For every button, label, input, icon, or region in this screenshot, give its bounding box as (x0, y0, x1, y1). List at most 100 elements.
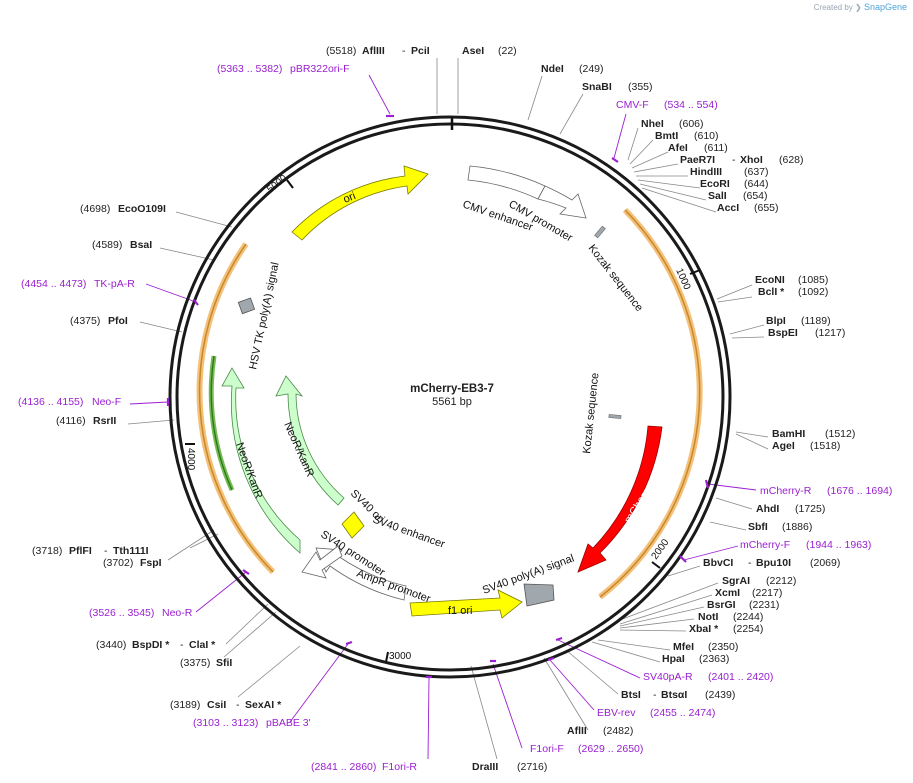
label-ecoNI: EcoNI (1085) (755, 274, 828, 286)
salI-pos: (654) (743, 190, 768, 202)
hsv-tk-polya-label: HSV TK poly(A) signal (247, 261, 281, 370)
snaBI-name: SnaBI (582, 81, 612, 93)
xbaI-name: XbaI * (689, 623, 719, 635)
bmtI-pos: (610) (694, 130, 719, 142)
btsαI-name: BtsαI (661, 689, 687, 701)
ori-feature (291, 165, 429, 241)
bspEI-name: BspEI (768, 327, 798, 339)
xhoI-pos: (628) (779, 154, 804, 166)
kozak-2-feature (608, 414, 622, 419)
label-neo-r: (3526 .. 3545) Neo-R (89, 607, 193, 619)
credit-prefix: Created by (813, 3, 853, 12)
afeI-pos: (611) (704, 142, 728, 154)
xbaI-pos: (2254) (733, 623, 763, 635)
label-aflIII-pciI: (5518) AflIII - PciI (326, 45, 430, 57)
f1-ori-label: f1 ori (448, 605, 472, 617)
bsaI-pos: (4589) (92, 239, 122, 251)
hpaI-name: HpaI (662, 653, 685, 665)
pflFI-name: PflFI (69, 545, 92, 557)
hsv-tk-polya-feature (237, 297, 256, 315)
sgrAI-name: SgrAI (722, 575, 750, 587)
bspDI-pos: (3440) (96, 639, 126, 651)
label-aflII: AflII (2482) (567, 725, 633, 737)
label-pbabe3: (3103 .. 3123) pBABE 3' (193, 717, 311, 729)
label-nheI: NheI (606) (641, 118, 704, 130)
rsrII-pos: (4116) (56, 415, 86, 427)
label-mcherry-f: mCherry-F (1944 .. 1963) (740, 539, 871, 551)
tick-label-3000: 3000 (389, 651, 412, 662)
ahdI-name: AhdI (756, 503, 779, 515)
aseI-pos: (22) (498, 45, 517, 57)
bclI-name: BclI * (758, 286, 785, 298)
bbvCI-sep: - (748, 557, 752, 569)
label-btsI-btsαI: BtsI - BtsαI (2439) (621, 689, 735, 701)
salI-name: SalI (708, 190, 727, 202)
label-ecoO109I: (4698) EcoO109I (80, 203, 166, 215)
xcmI-pos: (2217) (752, 587, 782, 599)
sfiI-name: SfiI (216, 657, 232, 669)
sv40-promoter-feature (301, 545, 343, 579)
pbr322-range: (5363 .. 5382) (217, 63, 282, 75)
mfeI-name: MfeI (673, 641, 694, 653)
afeI-name: AfeI (668, 142, 688, 154)
blpI-name: BlpI (766, 315, 786, 327)
label-f1ori-f: F1ori-F (2629 .. 2650) (530, 743, 643, 755)
ebvrev-name: EBV-rev (597, 707, 636, 719)
leader-lines (127, 58, 769, 760)
bsaI-name: BsaI (130, 239, 152, 251)
sv40paR-range: (2401 .. 2420) (708, 671, 773, 683)
label-rsrII: (4116) RsrII (56, 415, 116, 427)
kozak-1-label: Kozak sequence (586, 242, 646, 313)
ampr-promoter-feature (315, 547, 407, 601)
blpI-pos: (1189) (801, 315, 831, 327)
label-bbvCI-bpu10I: BbvCI - Bpu10I (2069) (703, 557, 840, 569)
mcherryR-range: (1676 .. 1694) (827, 485, 892, 497)
sgrAI-pos: (2212) (766, 575, 796, 587)
label-pbr322ori-f: (5363 .. 5382) pBR322ori-F (217, 63, 350, 75)
sfiI-pos: (3375) (180, 657, 210, 669)
bspDI-sep: - (180, 639, 184, 651)
ecoNI-name: EcoNI (755, 274, 785, 286)
pbabe3-range: (3103 .. 3123) (193, 717, 258, 729)
label-pflFI-tth111I: (3718) PflFI - Tth111I (32, 545, 149, 557)
ecoO109I-name: EcoO109I (118, 203, 166, 215)
label-bsaI: (4589) BsaI (92, 239, 152, 251)
neoF-name: Neo-F (92, 396, 121, 408)
pbabe3-name: pBABE 3' (266, 717, 311, 729)
paeR7I-sep: - (732, 154, 736, 166)
bmtI-name: BmtI (655, 130, 678, 142)
label-cmv-f: CMV-F (534 .. 554) (616, 99, 718, 111)
label-bclI: BclI * (1092) (758, 286, 828, 298)
paeR7I-name: PaeR7I (680, 154, 715, 166)
nheI-pos: (606) (679, 118, 704, 130)
f1oriF-name: F1ori-F (530, 743, 564, 755)
pbr322-name: pBR322ori-F (290, 63, 350, 75)
rsrII-name: RsrII (93, 415, 116, 427)
draIII-name: DraIII (472, 761, 498, 773)
ndeI-pos: (249) (579, 63, 604, 75)
label-notI: NotI (2244) (698, 611, 763, 623)
neor-inner-feature (275, 375, 345, 506)
ageI-name: AgeI (772, 440, 795, 452)
sv40paR-name: SV40pA-R (643, 671, 693, 683)
aflIII-sep: - (402, 45, 406, 57)
mcherryF-range: (1944 .. 1963) (806, 539, 871, 551)
ahdI-pos: (1725) (795, 503, 825, 515)
label-mfeI: MfeI (2350) (673, 641, 738, 653)
bclI-pos: (1092) (798, 286, 828, 298)
tkpaR-range: (4454 .. 4473) (21, 278, 86, 290)
csiI-sep: - (236, 699, 240, 711)
f1-ori-feature (409, 589, 523, 619)
hpaI-pos: (2363) (699, 653, 729, 665)
hindIII-name: HindIII (690, 166, 722, 178)
snaBI-pos: (355) (628, 81, 653, 93)
bamHI-pos: (1512) (825, 428, 855, 440)
label-sbfI: SbfI (1886) (748, 521, 812, 533)
draIII-pos: (2716) (517, 761, 547, 773)
ori-label: ori (342, 190, 358, 206)
label-salI: SalI (654) (708, 190, 768, 202)
ebvrev-range: (2455 .. 2474) (650, 707, 715, 719)
aflIII-pos: (5518) (326, 45, 356, 57)
cmv-enhancer-feature (467, 165, 546, 200)
notI-pos: (2244) (733, 611, 763, 623)
